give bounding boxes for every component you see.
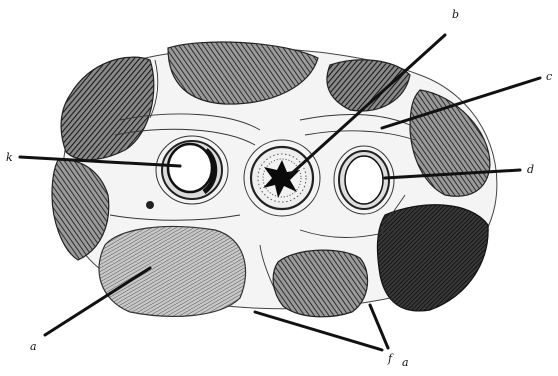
- label-right: d: [527, 163, 534, 176]
- right-vessel: [334, 146, 394, 214]
- label-lower-left: a: [30, 340, 37, 353]
- label-top: b: [452, 8, 459, 21]
- label-left: k: [6, 151, 13, 164]
- left-vessel: [156, 136, 228, 204]
- central-canal: [244, 140, 320, 216]
- label-lower-middle: f: [387, 352, 394, 365]
- small-nodule: [146, 201, 154, 209]
- muscle-lower-middle: [273, 250, 367, 317]
- label-lower-right: a: [402, 356, 409, 369]
- muscle-lower-left: [99, 226, 246, 316]
- label-upper-right: c: [546, 70, 552, 83]
- muscle-lower-right: [377, 205, 488, 311]
